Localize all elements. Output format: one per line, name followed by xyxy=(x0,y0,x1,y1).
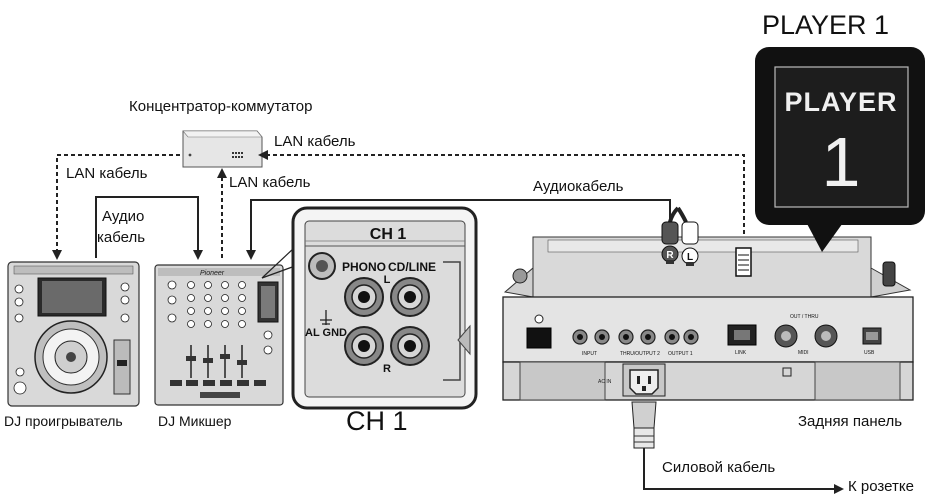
mixer-brand-label: Pioneer xyxy=(200,270,225,277)
audio-cable-label-line2: кабель xyxy=(97,229,145,246)
ch1-zoom-callout: CH 1 PHONO CD/LINE L R AL GND xyxy=(262,208,476,408)
midi-port-label: MIDI xyxy=(798,350,809,356)
right-channel-mark: R xyxy=(383,363,391,375)
dj-player-label: DJ проигрыватель xyxy=(4,413,123,429)
audio-cable-label-right: Аудиокабель xyxy=(533,178,623,195)
output1-label: OUTPUT 1 xyxy=(668,351,693,357)
cdline-label: CD/LINE xyxy=(388,260,436,274)
ac-in-label: AC IN xyxy=(598,379,612,385)
plug-l-mark: L xyxy=(687,252,693,263)
link-port-label: LINK xyxy=(735,350,747,356)
rear-panel-device: AC IN INPUT THRU/OUTPUT 2 OUTPUT 1 LINK … xyxy=(503,237,913,400)
player1-title: PLAYER 1 xyxy=(762,10,889,41)
lan-cable-label-top: LAN кабель xyxy=(274,133,355,150)
signal-gnd-label: AL GND xyxy=(305,327,347,339)
hub-label: Концентратор-коммутатор xyxy=(129,98,313,115)
back-panel-label: Задняя панель xyxy=(798,413,902,430)
player-display-word: PLAYER xyxy=(784,87,897,117)
lan-plug-icon xyxy=(736,248,751,276)
dj-mixer-device: Pioneer xyxy=(155,265,283,405)
lan-cable-label-left: LAN кабель xyxy=(66,165,147,182)
thru-output-label: THRU/OUTPUT 2 xyxy=(620,351,660,357)
dj-player-device xyxy=(8,262,139,406)
plug-r-mark: R xyxy=(666,250,674,261)
power-cable-label: Силовой кабель xyxy=(662,459,775,476)
hub-switch-device xyxy=(183,131,262,167)
player-display-callout: PLAYER 1 xyxy=(755,47,925,252)
ch1-panel-title: CH 1 xyxy=(370,226,407,243)
player-display-number: 1 xyxy=(822,123,861,201)
input-port-label: INPUT xyxy=(582,351,597,357)
left-channel-mark: L xyxy=(384,274,391,286)
ch1-title: CH 1 xyxy=(346,406,408,437)
phono-label: PHONO xyxy=(342,260,386,274)
lan-cable-label-middle: LAN кабель xyxy=(229,174,310,191)
audio-cable-label-line1: Аудио xyxy=(102,208,144,225)
dj-mixer-label: DJ Микшер xyxy=(158,413,231,429)
out-thru-label: OUT / THRU xyxy=(790,314,819,320)
to-outlet-label: К розетке xyxy=(848,478,914,495)
usb-port-label: USB xyxy=(864,350,875,356)
